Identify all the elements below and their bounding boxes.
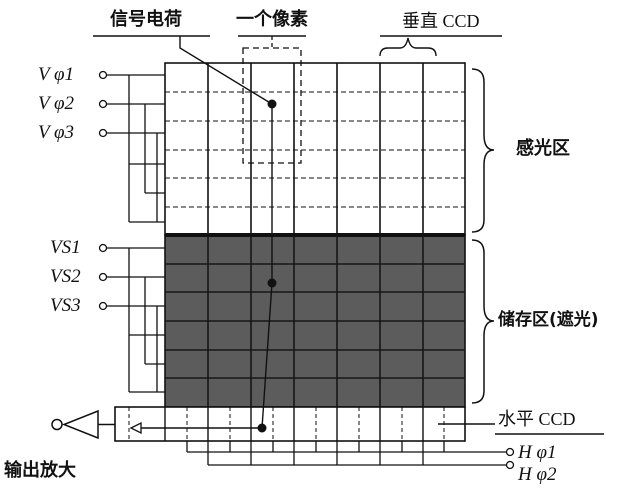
horizontal-clock-wiring [186, 441, 515, 470]
one-pixel-label: 一个像素 [236, 9, 308, 30]
vs1-label: VS1 [50, 237, 81, 258]
v-phi3-label: V φ3 [38, 122, 75, 143]
v-phi1-label: V φ1 [38, 64, 75, 85]
photosensitive-brace [471, 68, 495, 233]
vertical-ccd-label: 垂直 CCD [402, 11, 480, 31]
output-amplifier-label: 输出放大 [4, 460, 76, 481]
photosensitive-dashed-rows [165, 91, 465, 208]
horizontal-ccd-register [114, 406, 466, 442]
charge-dots [257, 99, 277, 433]
output-amplifier-symbol [51, 409, 115, 440]
h-phi2-label: H φ2 [518, 464, 557, 485]
transfer-arrowhead [129, 421, 142, 435]
storage-columns [207, 235, 424, 407]
signal-charge-path [139, 36, 273, 429]
vertical-clock-wiring [98, 70, 165, 223]
vs2-label: VS2 [50, 266, 81, 287]
photosensitive-area-label: 感光区 [516, 138, 570, 159]
horizontal-register-dashed-dividers [128, 407, 445, 441]
storage-brace [471, 239, 495, 404]
storage-clock-wiring [98, 243, 165, 393]
h-phi1-label: H φ1 [518, 442, 557, 463]
storage-area-label: 储存区(遮光) [498, 310, 599, 330]
v-phi2-label: V φ2 [38, 93, 75, 114]
horizontal-register-solid-dividers [164, 407, 424, 441]
storage-rows [165, 263, 465, 379]
vertical-ccd-brace [379, 37, 437, 57]
vs3-label: VS3 [50, 295, 81, 316]
signal-charge-label: 信号电荷 [110, 9, 182, 30]
photosensitive-grid [164, 62, 466, 236]
horizontal-ccd-label: 水平 CCD [498, 409, 576, 429]
